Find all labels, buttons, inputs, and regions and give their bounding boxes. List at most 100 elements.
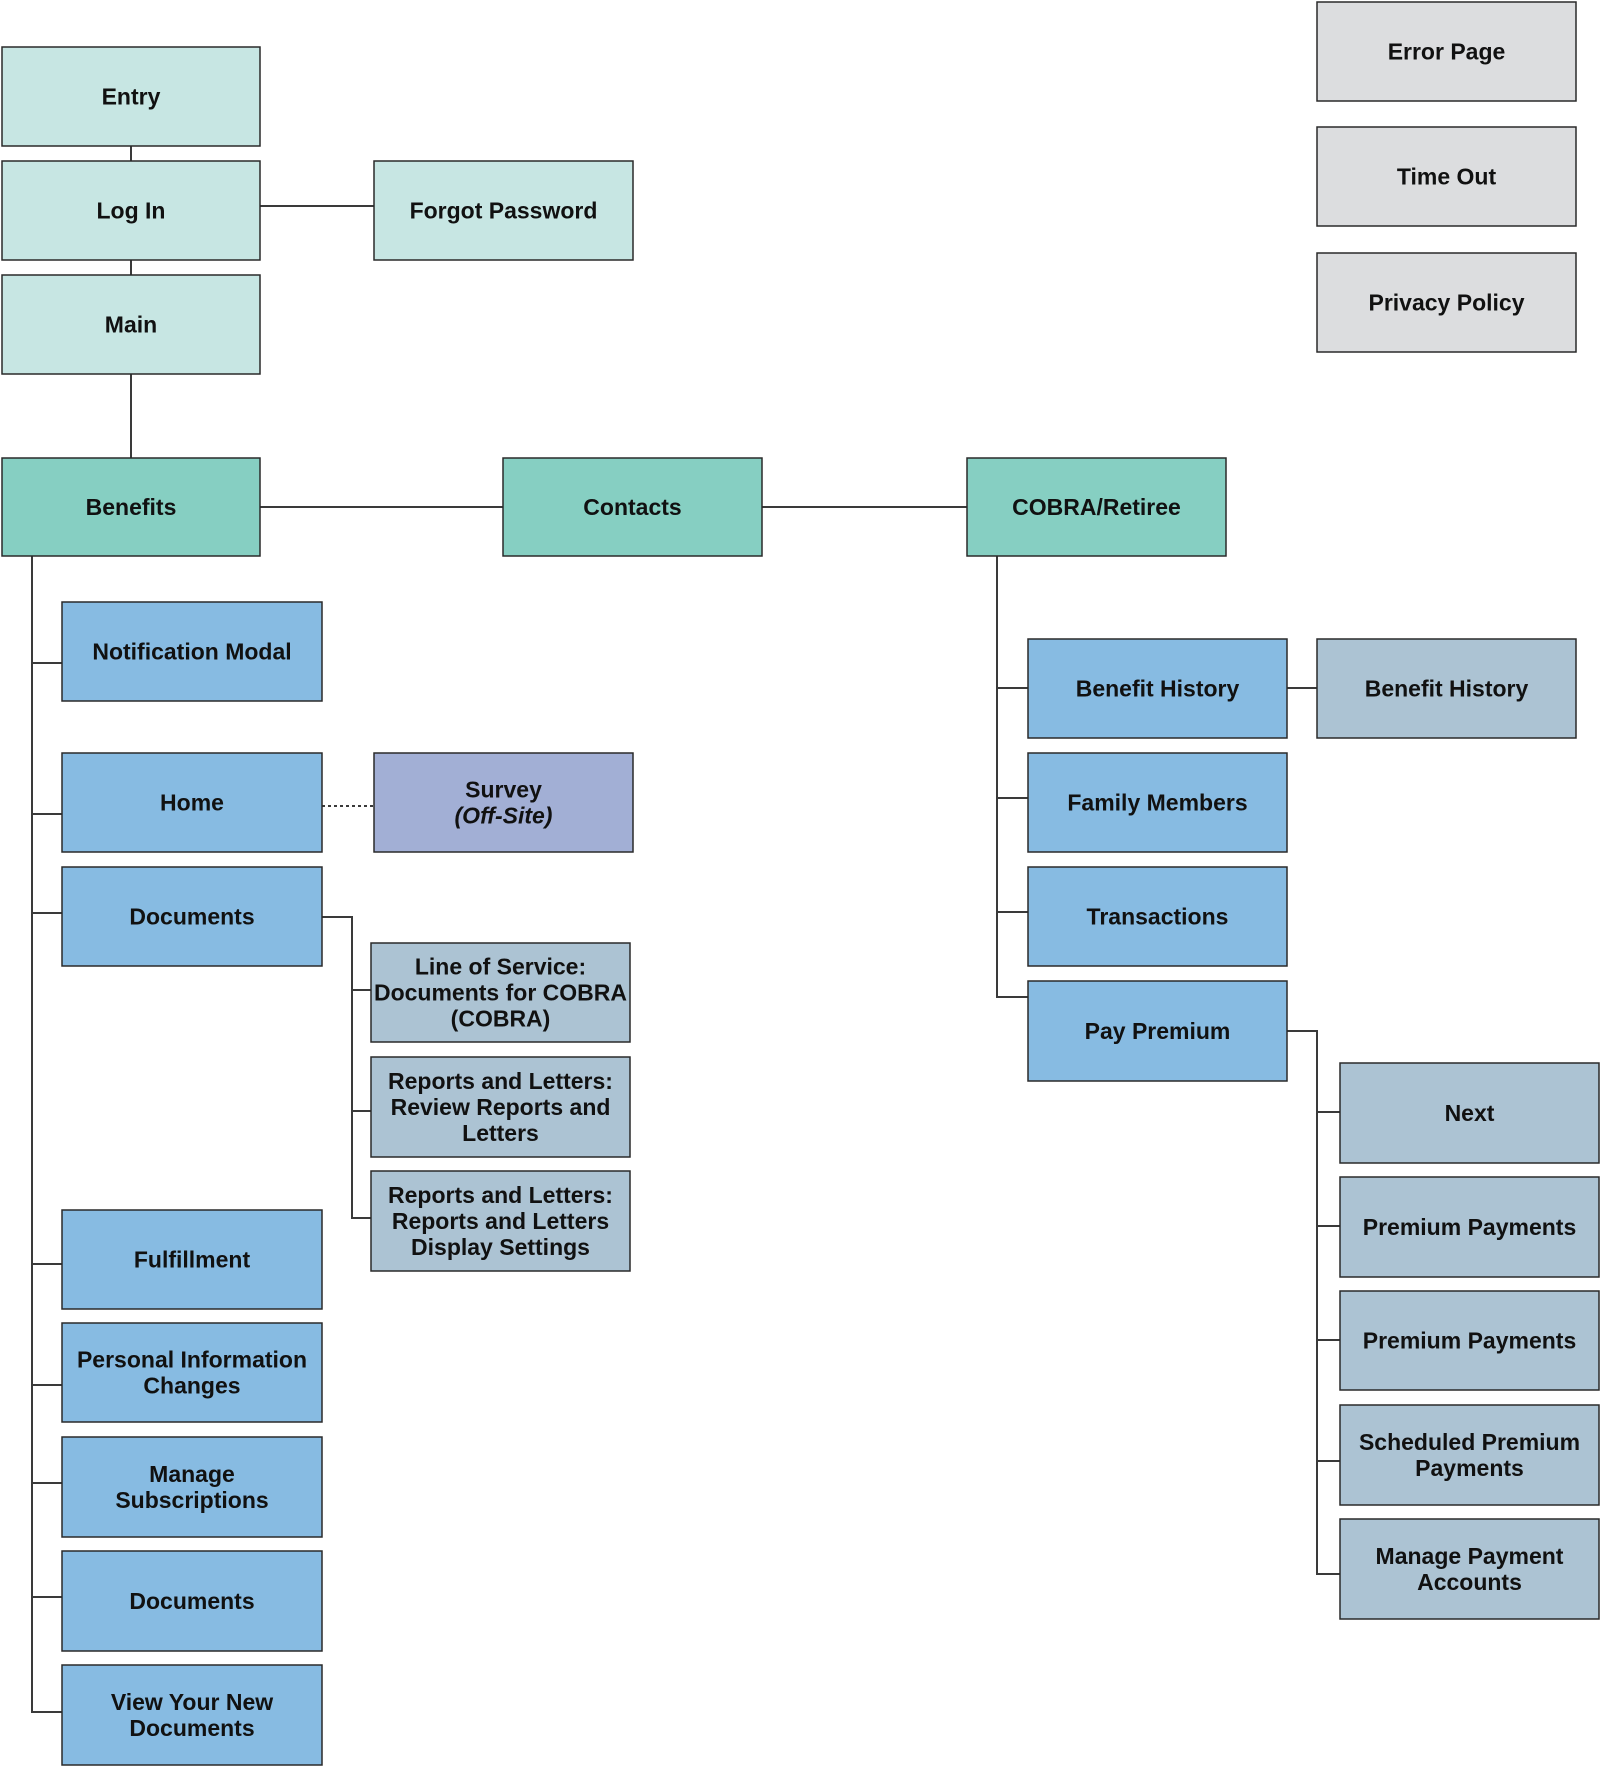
node-contacts: Contacts	[502, 457, 763, 557]
connector-documents-spine	[322, 916, 371, 1219]
node-forgot-password: Forgot Password	[373, 160, 634, 261]
node-main: Main	[1, 274, 261, 375]
node-reports-review: Reports and Letters:Review Reports andLe…	[370, 1056, 631, 1158]
node-pay-premium-box	[1027, 980, 1288, 1082]
connector-paypremium-spine	[1287, 1030, 1340, 1575]
node-benefits-box	[1, 457, 261, 557]
node-manage-payment-accounts-box	[1339, 1518, 1600, 1620]
node-fulfillment-box	[61, 1209, 323, 1310]
node-documents-box	[61, 866, 323, 967]
node-documents-label: Documents	[129, 904, 254, 930]
node-cobra-retiree: COBRA/Retiree	[966, 457, 1227, 557]
node-scheduled-premium-payments-label: Payments	[1415, 1455, 1524, 1481]
node-premium-payments-2-box	[1339, 1290, 1600, 1391]
node-documents-2-label: Documents	[129, 1588, 254, 1614]
node-reports-review-box	[370, 1056, 631, 1158]
node-transactions-label: Transactions	[1087, 904, 1229, 930]
node-log-in-label: Log In	[97, 198, 166, 224]
node-manage-subscriptions-box	[61, 1436, 323, 1538]
node-family-members: Family Members	[1027, 752, 1288, 853]
node-pay-premium: Pay Premium	[1027, 980, 1288, 1082]
node-error-page-box	[1316, 1, 1577, 102]
node-time-out-label: Time Out	[1397, 164, 1497, 190]
node-privacy-policy: Privacy Policy	[1316, 252, 1577, 353]
node-home-label: Home	[160, 790, 224, 816]
node-reports-review-label: Review Reports and	[391, 1094, 611, 1120]
node-benefit-history-detail: Benefit History	[1316, 638, 1577, 739]
node-forgot-password-box	[373, 160, 634, 261]
node-view-your-new-documents-label: View Your New	[111, 1689, 273, 1715]
node-manage-payment-accounts-label: Manage Payment	[1376, 1543, 1564, 1569]
node-documents-2-box	[61, 1550, 323, 1652]
node-next: Next	[1339, 1062, 1600, 1164]
node-survey-label: (Off-Site)	[455, 803, 553, 829]
node-time-out-box	[1316, 126, 1577, 227]
node-transactions: Transactions	[1027, 866, 1288, 967]
node-view-your-new-documents-label: Documents	[129, 1715, 254, 1741]
node-reports-display-settings-box	[370, 1170, 631, 1272]
node-cobra-retiree-box	[966, 457, 1227, 557]
node-scheduled-premium-payments-label: Scheduled Premium	[1359, 1429, 1580, 1455]
node-notification-modal-label: Notification Modal	[92, 639, 291, 665]
node-line-of-service-label: (COBRA)	[451, 1006, 551, 1032]
node-fulfillment-label: Fulfillment	[134, 1247, 251, 1273]
node-home: Home	[61, 752, 323, 853]
node-transactions-box	[1027, 866, 1288, 967]
node-cobra-retiree-label: COBRA/Retiree	[1012, 494, 1181, 520]
node-entry: Entry	[1, 46, 261, 147]
node-contacts-box	[502, 457, 763, 557]
connectors	[31, 146, 1340, 1713]
node-next-box	[1339, 1062, 1600, 1164]
node-survey-label: Survey	[465, 777, 542, 803]
node-line-of-service: Line of Service:Documents for COBRA(COBR…	[370, 942, 631, 1043]
node-benefits-label: Benefits	[86, 494, 177, 520]
node-entry-box	[1, 46, 261, 147]
node-privacy-policy-label: Privacy Policy	[1369, 290, 1525, 316]
node-notification-modal: Notification Modal	[61, 601, 323, 702]
node-entry-label: Entry	[102, 84, 161, 110]
node-personal-information-changes-label: Personal Information	[77, 1347, 307, 1373]
node-line-of-service-label: Line of Service:	[415, 954, 586, 980]
node-log-in: Log In	[1, 160, 261, 261]
node-survey: Survey(Off-Site)	[373, 752, 634, 853]
node-survey-box	[373, 752, 634, 853]
node-manage-subscriptions-label: Subscriptions	[115, 1487, 268, 1513]
node-view-your-new-documents-box	[61, 1664, 323, 1766]
node-premium-payments: Premium Payments	[1339, 1176, 1600, 1278]
node-family-members-label: Family Members	[1067, 790, 1247, 816]
node-main-box	[1, 274, 261, 375]
node-benefit-history-label: Benefit History	[1076, 676, 1240, 702]
node-manage-subscriptions-label: Manage	[149, 1461, 235, 1487]
node-manage-payment-accounts-label: Accounts	[1417, 1569, 1522, 1595]
node-benefit-history-detail-label: Benefit History	[1365, 676, 1529, 702]
node-benefit-history: Benefit History	[1027, 638, 1288, 739]
node-benefits: Benefits	[1, 457, 261, 557]
node-reports-display-settings-label: Reports and Letters:	[388, 1182, 613, 1208]
node-privacy-policy-box	[1316, 252, 1577, 353]
node-personal-information-changes-label: Changes	[143, 1373, 240, 1399]
connector-cobra-spine	[996, 556, 1028, 998]
node-error-page: Error Page	[1316, 1, 1577, 102]
node-home-box	[61, 752, 323, 853]
node-premium-payments-box	[1339, 1176, 1600, 1278]
node-scheduled-premium-payments-box	[1339, 1404, 1600, 1506]
node-log-in-box	[1, 160, 261, 261]
node-main-label: Main	[105, 312, 157, 338]
node-family-members-box	[1027, 752, 1288, 853]
node-premium-payments-label: Premium Payments	[1363, 1214, 1576, 1240]
node-benefit-history-detail-box	[1316, 638, 1577, 739]
node-documents: Documents	[61, 866, 323, 967]
node-line-of-service-label: Documents for COBRA	[374, 980, 627, 1006]
node-documents-2: Documents	[61, 1550, 323, 1652]
node-reports-review-label: Reports and Letters:	[388, 1068, 613, 1094]
connector-benefits-spine	[31, 556, 62, 1713]
node-reports-display-settings-label: Reports and Letters	[392, 1208, 609, 1234]
node-personal-information-changes-box	[61, 1322, 323, 1423]
node-reports-display-settings-label: Display Settings	[411, 1234, 590, 1260]
